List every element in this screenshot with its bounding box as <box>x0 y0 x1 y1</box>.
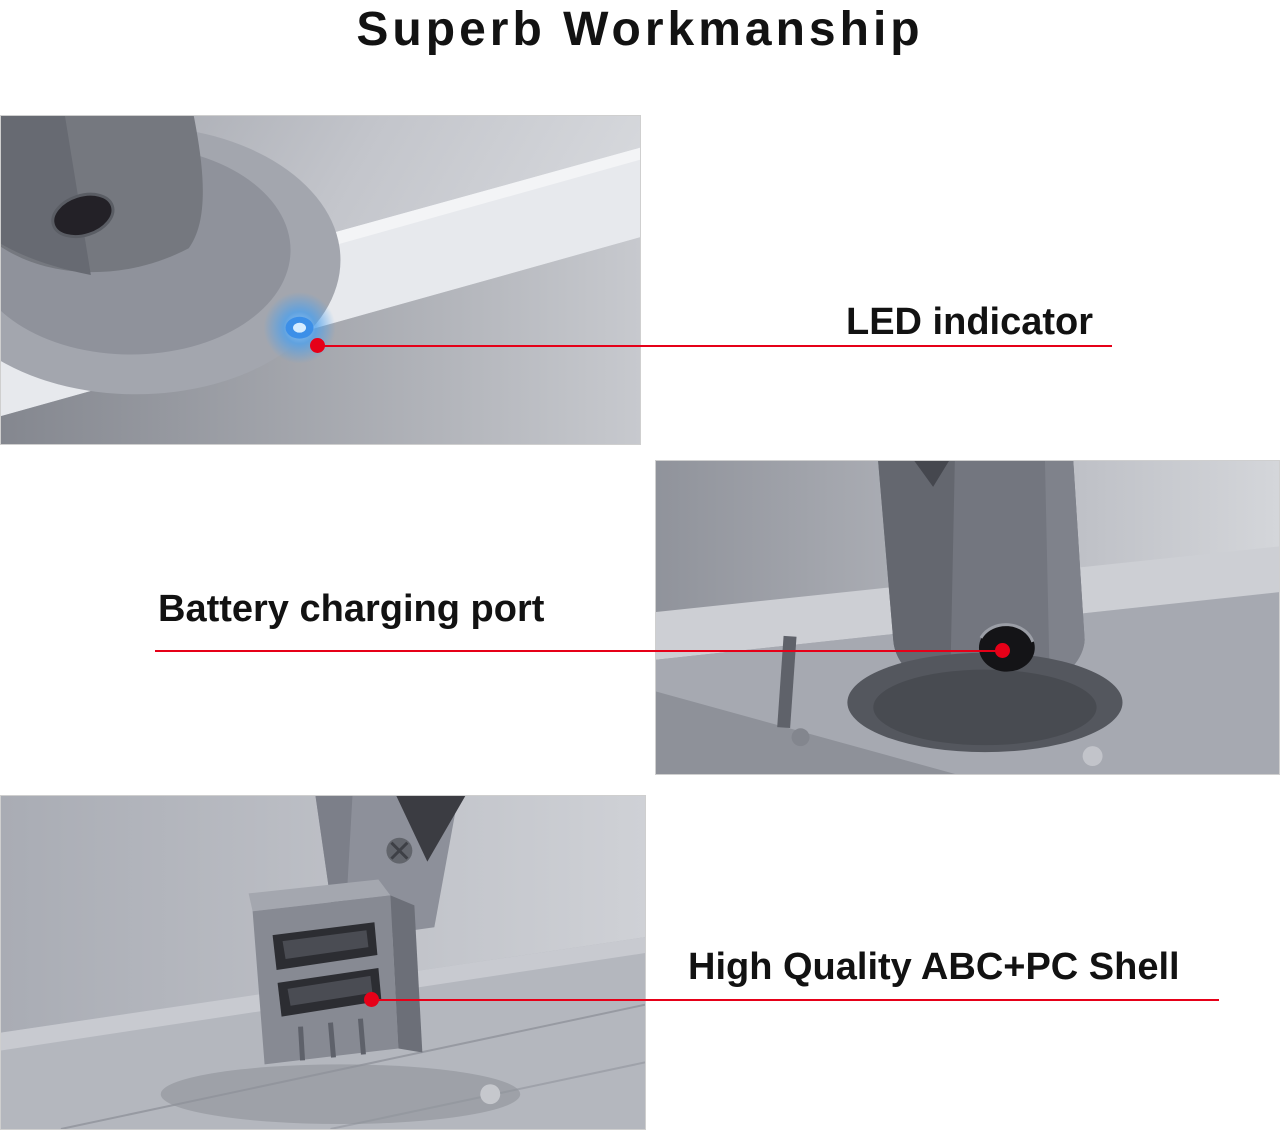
callout-dot-charging-port <box>995 643 1010 658</box>
base-bump <box>1082 746 1103 767</box>
cylinder-right-light <box>1044 461 1085 684</box>
cylinder-left-shade <box>878 461 955 692</box>
dark-wedge <box>396 796 466 862</box>
ridge <box>298 1026 306 1061</box>
battery-charging-port-photo <box>655 460 1280 775</box>
mount-socket-side <box>390 895 423 1053</box>
slot-inner <box>287 975 373 1006</box>
led-core <box>293 322 307 333</box>
slot-inner <box>282 930 369 960</box>
base-shadow <box>656 691 956 774</box>
shaft-hole-rim <box>51 192 115 239</box>
base-bump <box>480 1084 501 1105</box>
callout-line-led <box>318 345 1112 347</box>
vent-slot <box>777 635 797 728</box>
callout-dot-shell <box>364 992 379 1007</box>
abs-pc-shell-photo <box>0 795 646 1130</box>
led-indicator-photo <box>0 115 641 445</box>
callout-line-charging-port <box>155 650 1002 652</box>
callout-dot-led <box>310 338 325 353</box>
led-photo-illustration <box>1 116 640 444</box>
callout-line-shell <box>372 999 1219 1001</box>
collar-inner <box>873 669 1097 746</box>
port-rim-highlight <box>979 623 1035 643</box>
screw-icon <box>791 728 810 747</box>
callout-label-charging-port: Battery charging port <box>158 588 545 630</box>
callout-label-led: LED indicator <box>846 301 1094 343</box>
ridge <box>328 1022 336 1058</box>
keyway-notch <box>914 461 949 487</box>
port-photo-illustration <box>656 461 1279 774</box>
shaft-hole <box>52 194 113 237</box>
ridge <box>357 1018 366 1055</box>
mount-shadow <box>160 1064 521 1125</box>
screw-cross <box>390 841 409 860</box>
callout-label-shell: High Quality ABC+PC Shell <box>688 946 1180 988</box>
mount-socket-top <box>248 879 391 912</box>
page-title: Superb Workmanship <box>356 3 924 56</box>
shell-photo-illustration <box>1 796 645 1129</box>
